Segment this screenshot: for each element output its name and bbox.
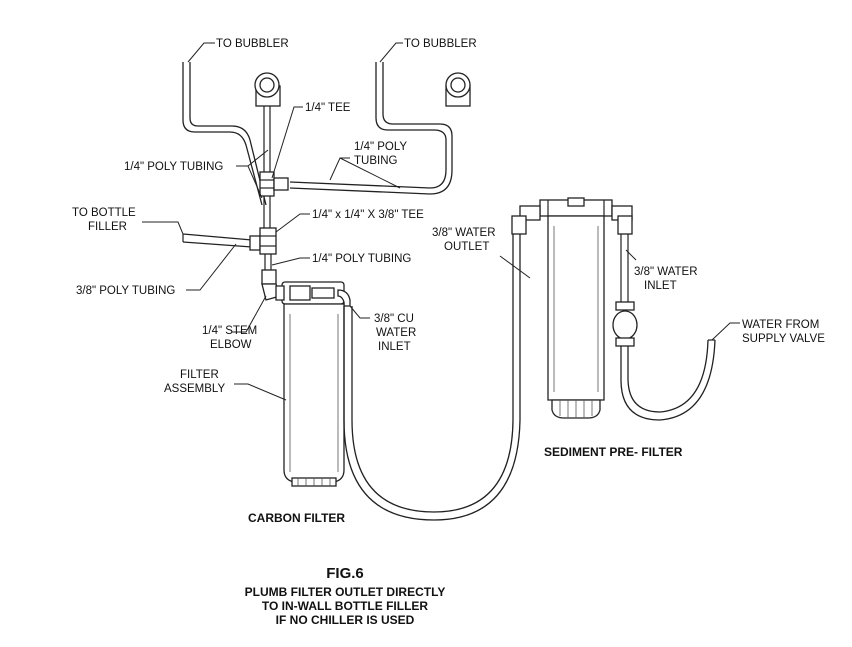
label-water-inlet-1: 3/8" WATER [634,266,698,278]
label-supply-1: WATER FROM [742,319,819,331]
label-water-inlet-2: INLET [644,280,677,292]
label-cu-inlet-2: WATER [376,327,416,339]
label-stem-elbow-1: 1/4" STEM [202,325,257,337]
label-poly-tubing-right-1: 1/4" POLY [354,141,407,153]
label-poly-tubing-38: 3/8" POLY TUBING [76,285,175,297]
label-to-bottle-filler-1: TO BOTTLE [72,207,136,219]
label-filter-assembly-2: ASSEMBLY [164,383,225,395]
label-carbon-filter: CARBON FILTER [248,511,345,525]
caption-line-2: TO IN-WALL BOTTLE FILLER [262,599,429,613]
label-water-outlet-1: 3/8" WATER [432,227,496,239]
label-water-outlet-2: OUTLET [444,241,489,253]
left-bubbler [182,62,281,206]
label-cu-inlet-3: INLET [378,341,411,353]
label-poly-tubing-right-2: TUBING [354,155,398,167]
leader-lines [142,42,740,401]
carbon-filter-assembly [275,281,351,487]
label-stem-elbow-2: ELBOW [210,339,252,351]
label-sediment-filter: SEDIMENT PRE- FILTER [544,445,683,459]
label-supply-2: SUPPLY VALVE [742,333,825,345]
label-reducing-tee: 1/4" x 1/4" X 3/8" TEE [312,209,424,221]
reducing-tee [182,227,277,270]
right-bubbler [289,62,471,195]
inlet-line [612,234,716,421]
label-cu-inlet-1: 3/8" CU [374,313,414,325]
label-to-bottle-filler-2: FILLER [88,221,127,233]
figure-caption: FIG.6 PLUMB FILTER OUTLET DIRECTLY TO IN… [245,565,446,627]
caption-fig: FIG.6 [326,565,364,582]
labels: TO BUBBLER TO BUBBLER 1/4" TEE 1/4" POLY… [72,38,825,525]
caption-line-1: PLUMB FILTER OUTLET DIRECTLY [245,585,446,599]
copper-tube [343,232,521,521]
sediment-pre-filter [511,197,633,419]
label-poly-tubing-lower: 1/4" POLY TUBING [312,253,411,265]
label-to-bubbler-left: TO BUBBLER [216,38,289,50]
label-filter-assembly-1: FILTER [180,369,219,381]
label-quarter-tee: 1/4" TEE [305,102,351,114]
caption-line-3: IF NO CHILLER IS USED [276,613,415,627]
label-to-bubbler-right: TO BUBBLER [404,38,477,50]
label-poly-tubing-left: 1/4" POLY TUBING [124,161,223,173]
quarter-inch-tee [259,171,289,228]
